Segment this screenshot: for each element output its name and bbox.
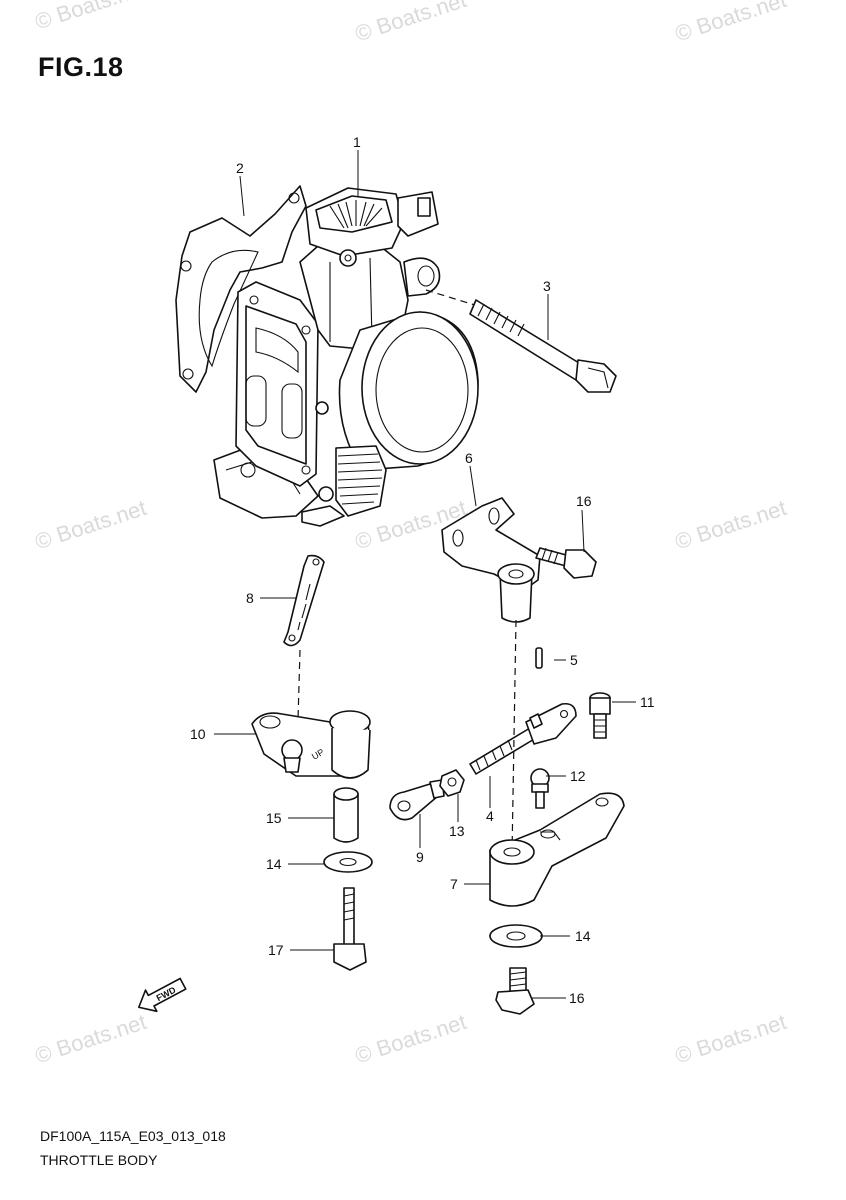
part-rod-end[interactable] (389, 779, 445, 821)
part-rod[interactable] (283, 554, 325, 721)
callout-6: 6 (465, 450, 473, 466)
callout-1: 1 (353, 134, 361, 150)
part-bracket[interactable] (441, 497, 541, 623)
part-gasket[interactable] (175, 185, 307, 393)
callout-11: 11 (640, 694, 655, 710)
callout-9: 9 (416, 849, 424, 865)
part-bolt-long[interactable] (425, 289, 617, 393)
part-pin[interactable] (535, 647, 543, 669)
part-nut[interactable] (439, 769, 465, 797)
callout-17: 17 (268, 942, 284, 958)
callout-12: 12 (570, 768, 586, 784)
callout-16-upper: 16 (576, 493, 592, 509)
callout-2: 2 (236, 160, 244, 176)
part-lever[interactable]: UP (251, 710, 371, 779)
callout-14-left: 14 (266, 856, 282, 872)
part-bolt-16-upper[interactable] (535, 547, 597, 579)
callout-10: 10 (190, 726, 206, 742)
callout-16-lower: 16 (569, 990, 585, 1006)
part-ball-stud[interactable] (530, 768, 550, 809)
part-collar[interactable] (333, 787, 359, 843)
part-bolt-16-lower[interactable] (495, 967, 535, 1015)
part-bolt-17[interactable] (333, 887, 367, 971)
figure-code: DF100A_115A_E03_013_018 (40, 1128, 226, 1144)
callout-3: 3 (543, 278, 551, 294)
callout-14-right: 14 (575, 928, 591, 944)
part-washer-right[interactable] (489, 924, 543, 948)
callout-4: 4 (486, 808, 494, 824)
part-washer-left[interactable] (323, 851, 373, 873)
callout-13: 13 (449, 823, 465, 839)
callout-7: 7 (450, 876, 458, 892)
part-stud[interactable] (589, 692, 611, 739)
callout-15: 15 (266, 810, 282, 826)
part-lever-arm[interactable] (489, 619, 625, 907)
fwd-arrow-icon: FWD (138, 977, 187, 1013)
figure-title: FIG.18 (38, 52, 124, 82)
leader-lines (214, 150, 636, 999)
callout-8: 8 (246, 590, 254, 606)
part-threaded-rod[interactable] (469, 702, 577, 775)
callout-5: 5 (570, 652, 578, 668)
part-throttle-body[interactable] (213, 187, 479, 527)
figure-name: THROTTLE BODY (40, 1152, 158, 1168)
